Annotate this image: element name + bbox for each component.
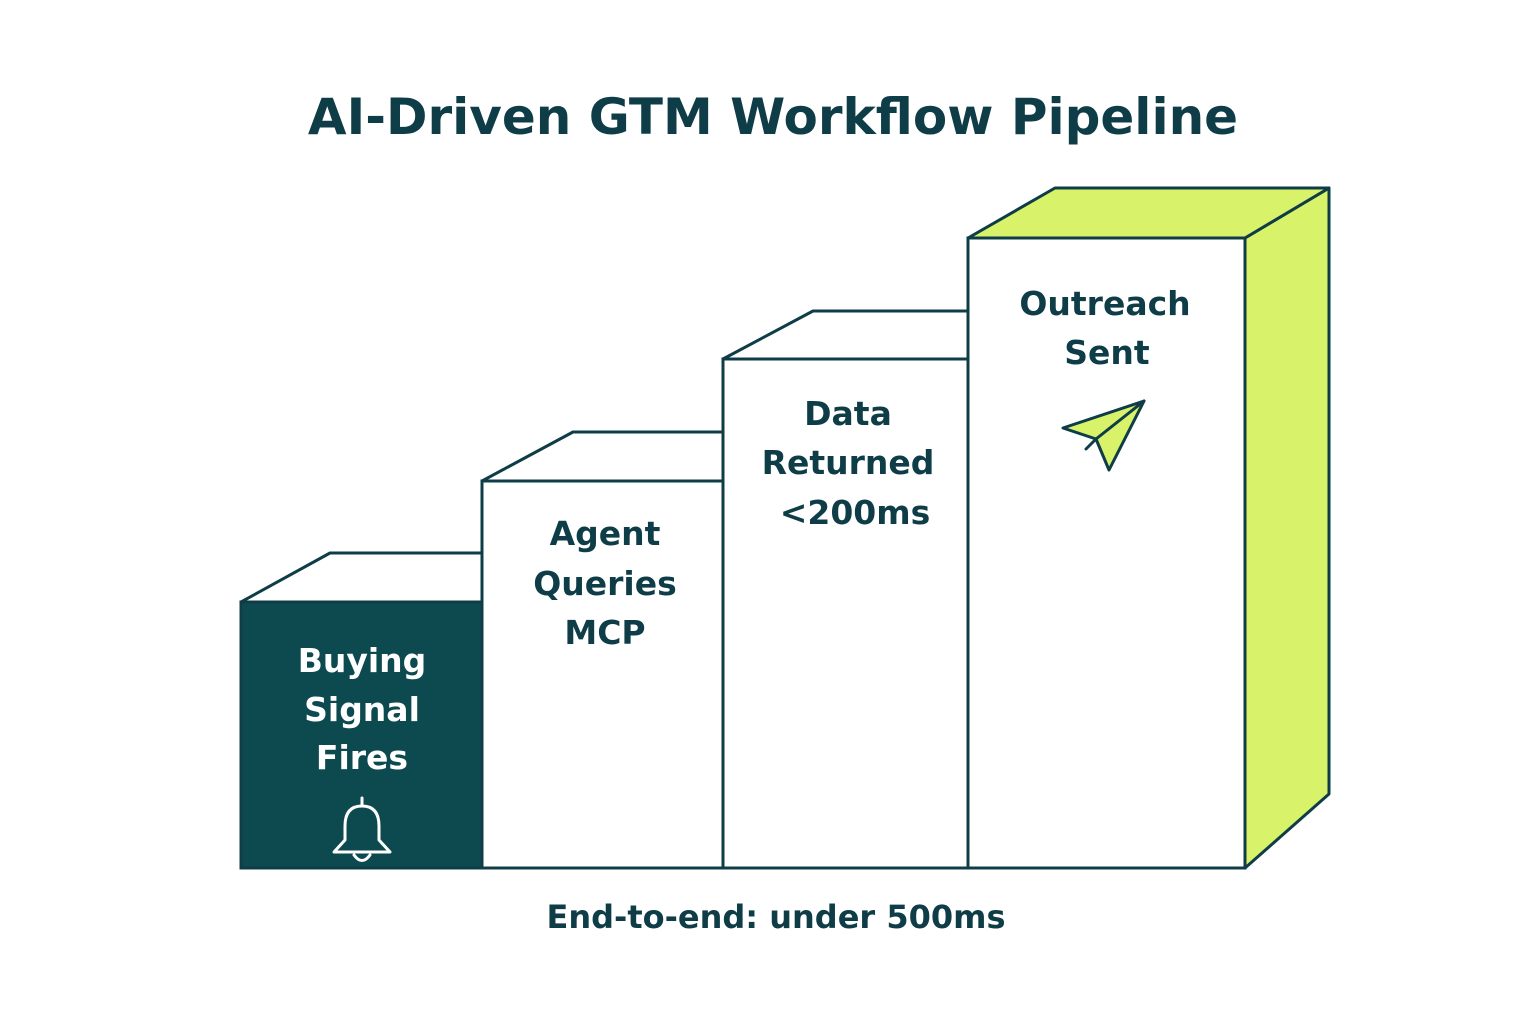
step-1-top-face <box>239 551 485 604</box>
step-1-label-line-2: Signal <box>304 690 420 729</box>
step-4-label-line-1: Outreach <box>1019 284 1190 323</box>
step-data-returned: Data Returned <200ms <box>721 309 970 870</box>
step-1-front-face <box>239 600 485 870</box>
step-3-label-line-2: Returned <box>762 443 935 482</box>
step-2-top-face <box>480 430 725 483</box>
step-3-label-line-3: <200ms <box>780 493 931 532</box>
step-2-front-face <box>480 479 725 870</box>
step-4-side-face <box>1243 186 1331 870</box>
step-3-label-line-1: Data <box>804 394 892 433</box>
step-agent-queries: Agent Queries MCP <box>480 430 725 870</box>
step-2-label-line-1: Agent <box>550 514 661 553</box>
step-1-label-line-1: Buying <box>298 641 427 680</box>
step-3-top-face <box>721 309 970 361</box>
diagram-title: AI-Driven GTM Workflow Pipeline <box>308 88 1238 146</box>
step-3-front-face <box>721 357 970 870</box>
step-outreach-sent: Outreach Sent <box>966 186 1331 870</box>
bell-icon <box>332 796 392 862</box>
step-1-label-line-3: Fires <box>316 738 408 777</box>
step-4-label-line-2: Sent <box>1064 333 1150 372</box>
step-2-label-line-2: Queries <box>533 564 677 603</box>
paper-plane-icon <box>1061 399 1146 472</box>
step-4-front-face <box>966 236 1247 870</box>
footer-caption: End-to-end: under 500ms <box>547 898 1006 936</box>
step-2-label-line-3: MCP <box>564 613 645 652</box>
step-buying-signal: Buying Signal Fires <box>239 551 485 870</box>
